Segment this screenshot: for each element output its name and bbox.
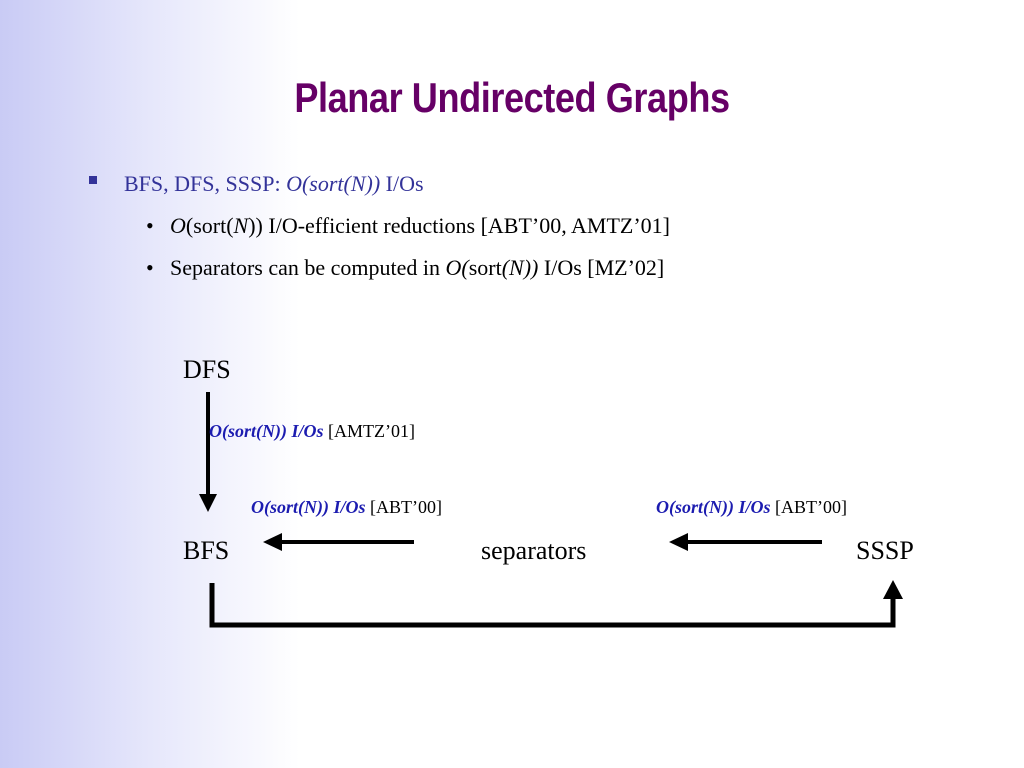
sub-bullet-reductions: O(sort(N)) I/O-efficient reductions [ABT… [170, 213, 670, 239]
sub-bullet-sort: (sort( [185, 213, 234, 238]
round-bullet-icon: • [146, 213, 154, 238]
round-bullet-icon: • [146, 255, 154, 280]
edge-complexity: O(sort(N)) I/Os [656, 497, 771, 517]
bullet-main-prefix: BFS, DFS, SSSP: [124, 171, 287, 196]
sub-bullet-close: )) [248, 213, 263, 238]
edge-complexity: O(sort(N)) I/Os [251, 497, 366, 517]
edge-label-separators-to-bfs: O(sort(N)) I/Os [ABT’00] [251, 497, 442, 518]
bullet-list: BFS, DFS, SSSP: O(sort(N)) I/Os • O(sort… [0, 0, 1024, 320]
sub-bullet-suffix: I/Os [MZ’02] [538, 255, 665, 280]
edge-label-dfs-to-bfs: O(sort(N)) I/Os [AMTZ’01] [209, 421, 415, 442]
sub-bullet-prefix: Separators can be computed in [170, 255, 446, 280]
sub-bullet-sort: sort [468, 255, 502, 280]
square-bullet-icon [89, 176, 97, 184]
node-dfs: DFS [183, 355, 231, 384]
slide-title: Planar Undirected Graphs [294, 74, 730, 121]
arrow-dfs-to-bfs [199, 392, 217, 512]
sub-bullet-rest: I/O-efficient reductions [ABT’00, AMTZ’0… [262, 213, 670, 238]
node-separators: separators [481, 536, 587, 565]
arrow-sssp-to-separators [669, 533, 822, 551]
node-sssp: SSSP [856, 536, 914, 565]
sub-bullet-o: O( [445, 255, 469, 280]
edge-complexity: O(sort(N)) I/Os [209, 421, 324, 441]
arrow-bfs-to-sssp [209, 580, 903, 628]
sub-bullet-n: (N)) [501, 255, 539, 280]
sub-bullet-o: O [170, 213, 186, 238]
sub-bullet-separators: Separators can be computed in O(sort(N))… [170, 255, 664, 281]
edge-ref: [AMTZ’01] [323, 421, 415, 441]
edge-ref: [ABT’00] [770, 497, 847, 517]
bullet-main-suffix: I/Os [380, 171, 424, 196]
bullet-main: BFS, DFS, SSSP: O(sort(N)) I/Os [124, 171, 424, 197]
bullet-main-complexity: O(sort(N)) [286, 171, 381, 196]
sub-bullet-n: N [233, 213, 249, 238]
edge-ref: [ABT’00] [365, 497, 442, 517]
node-bfs: BFS [183, 536, 230, 565]
edge-label-sssp-to-separators: O(sort(N)) I/Os [ABT’00] [656, 497, 847, 518]
arrow-separators-to-bfs [263, 533, 414, 551]
